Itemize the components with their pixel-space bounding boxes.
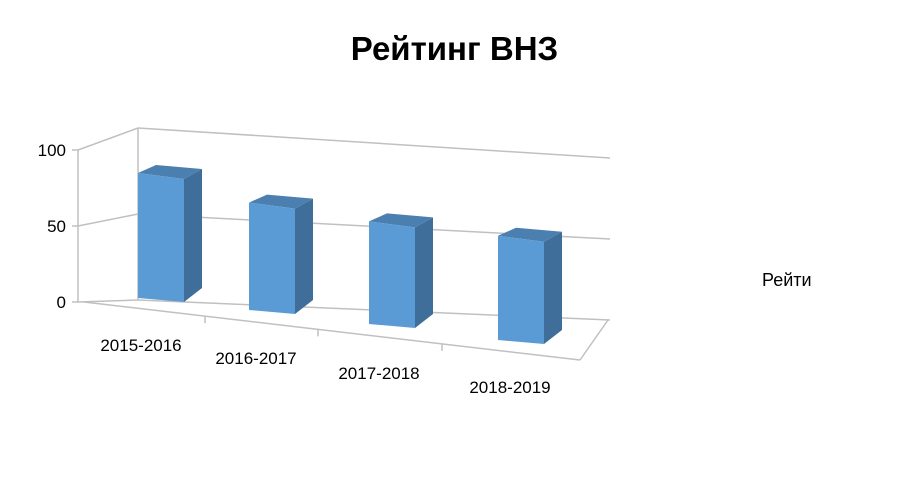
side-wall-gridline — [77, 213, 139, 227]
y-tick-label: 100 — [38, 141, 66, 160]
y-axis-ticks: 0 50 100 — [38, 141, 66, 312]
side-wall-gridline — [77, 127, 139, 151]
x-tick-label: 2016-2017 — [215, 349, 296, 368]
chart-title: Рейтинг ВНЗ — [350, 30, 559, 67]
bar-side — [295, 198, 313, 314]
bar-top — [138, 165, 202, 180]
chart-bars — [138, 165, 562, 344]
bar — [498, 235, 544, 344]
bar-side — [415, 217, 433, 328]
x-tick-label: 2017-2018 — [338, 364, 419, 383]
bar-top — [498, 227, 562, 242]
x-tick-label: 2015-2016 — [100, 336, 181, 355]
floor-right-edge — [579, 319, 609, 361]
y-tick-label: 50 — [47, 217, 66, 236]
bar-top — [369, 213, 433, 228]
y-tick-label: 0 — [57, 293, 66, 312]
gridline — [137, 127, 611, 159]
x-tick-label: 2018-2019 — [469, 378, 550, 397]
bar — [249, 202, 295, 314]
x-axis-line — [83, 301, 581, 361]
side-wall-gridline — [77, 299, 139, 303]
bar-top — [249, 194, 313, 209]
bar — [369, 221, 415, 328]
bar-side — [184, 169, 202, 302]
bar — [138, 173, 184, 302]
legend-entry: Рейти — [762, 270, 812, 290]
x-axis-labels: 2015-2016 2016-2017 2017-2018 2018-2019 — [100, 336, 550, 397]
bar-side — [544, 231, 562, 344]
